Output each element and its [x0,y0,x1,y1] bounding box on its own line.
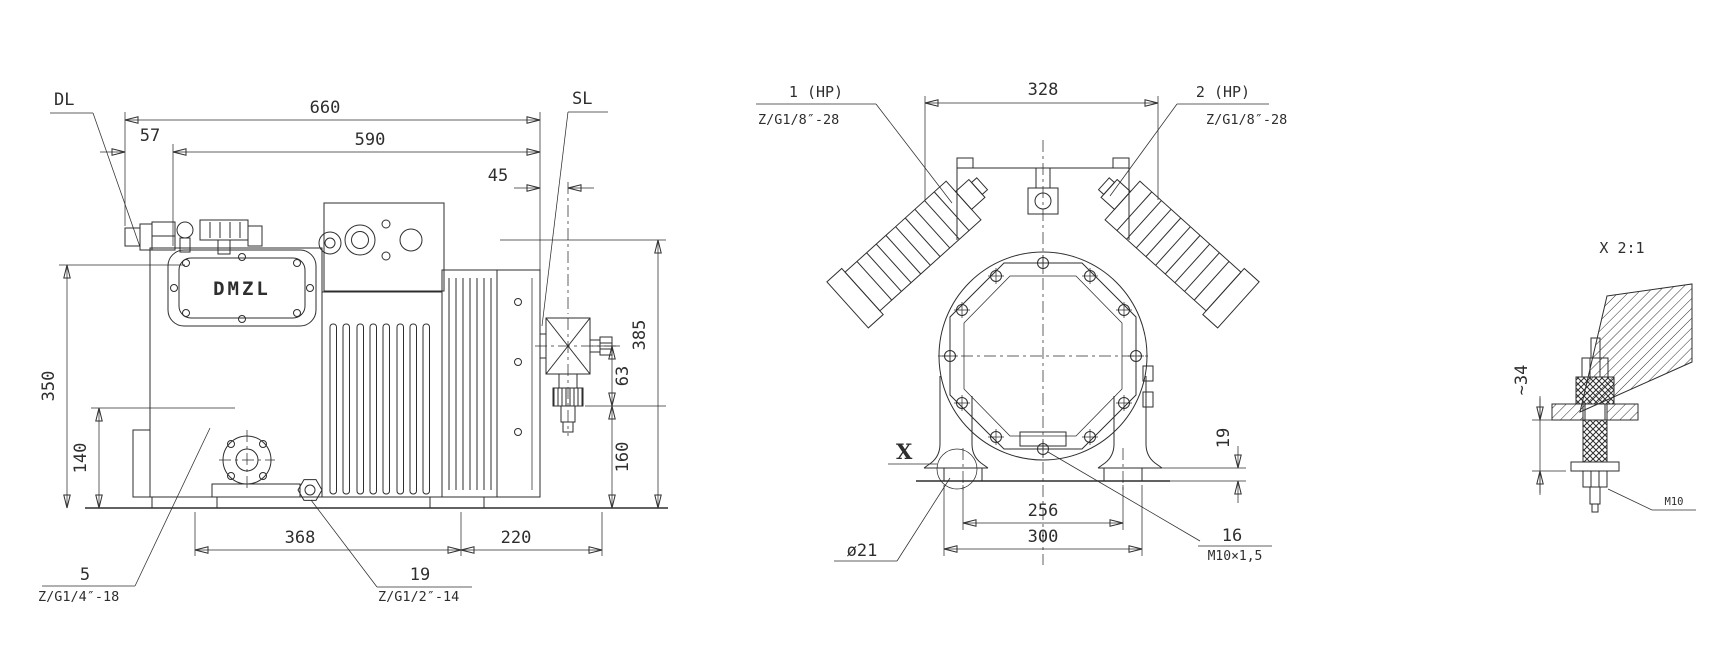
dim-34: ~34 [1512,365,1532,396]
brand-logo: DMZL [213,278,271,300]
callout-1hp-number: 1 (HP) [789,83,843,101]
sl-label: SL [572,89,592,109]
callout-m10: M10 [1665,496,1684,508]
left-cylinder-bank [827,161,1003,328]
oil-pump [212,430,300,497]
rear-foot-pad [430,497,484,508]
callout-hole-dia: ø21 [847,541,878,561]
callout-2hp-thread: Z/G1/8″-28 [1206,112,1287,128]
motor-cooling-fins [330,324,430,494]
dim-660: 660 [310,98,341,118]
suction-valve [535,182,620,436]
callout-2hp-number: 2 (HP) [1196,83,1250,101]
front-feet [916,376,1170,492]
detail-x-marker: X [896,439,913,464]
side-view-dimensions: 660 57 590 45 DL SL 350 140 [38,89,666,605]
front-foot-pad [152,497,217,508]
hp-port-1 [956,180,985,210]
detail-view: X 2:1 ~34 M10 [1512,239,1696,512]
housing-flange [939,252,1153,460]
callout-1hp-thread: Z/G1/8″-28 [758,112,839,128]
dim-385: 385 [630,320,650,351]
dl-label: DL [54,90,74,110]
dim-140: 140 [71,443,91,474]
callout-16-thread: M10×1,5 [1208,549,1263,564]
dim-57: 57 [140,126,160,146]
dim-63: 63 [613,366,633,386]
front-view-dimensions: 328 1 (HP) Z/G1/8″-28 2 (HP) Z/G1/8″-28 … [756,80,1287,564]
dim-328: 328 [1028,80,1059,100]
dim-300: 300 [1028,527,1059,547]
top-frame [957,158,1129,240]
dim-368: 368 [285,528,316,548]
dim-256: 256 [1028,501,1059,521]
callout-5-thread: Z/G1/4″-18 [38,589,119,605]
detail-dimensions: ~34 M10 [1512,365,1696,510]
dim-220: 220 [501,528,532,548]
detail-x-balloon [937,449,977,489]
front-view: 328 1 (HP) Z/G1/8″-28 2 (HP) Z/G1/8″-28 … [756,80,1287,565]
dim-160: 160 [613,442,633,473]
dl-connection-stub [125,228,140,246]
compressor-body-side: DMZL [125,182,620,508]
dim-45: 45 [488,166,508,186]
oil-drain-plug [298,480,322,501]
callout-19-number: 19 [410,565,430,585]
detail-title: X 2:1 [1599,239,1644,257]
callout-5-number: 5 [80,565,90,585]
dim-590: 590 [355,130,386,150]
callout-16-number: 16 [1222,526,1242,546]
hp-port-2 [1101,180,1130,210]
right-cylinder-bank [1083,161,1259,328]
side-view: DMZL [38,89,668,605]
dim-350: 350 [39,371,59,402]
dim-19: 19 [1214,428,1234,448]
callout-19-thread: Z/G1/2″-14 [378,589,459,605]
